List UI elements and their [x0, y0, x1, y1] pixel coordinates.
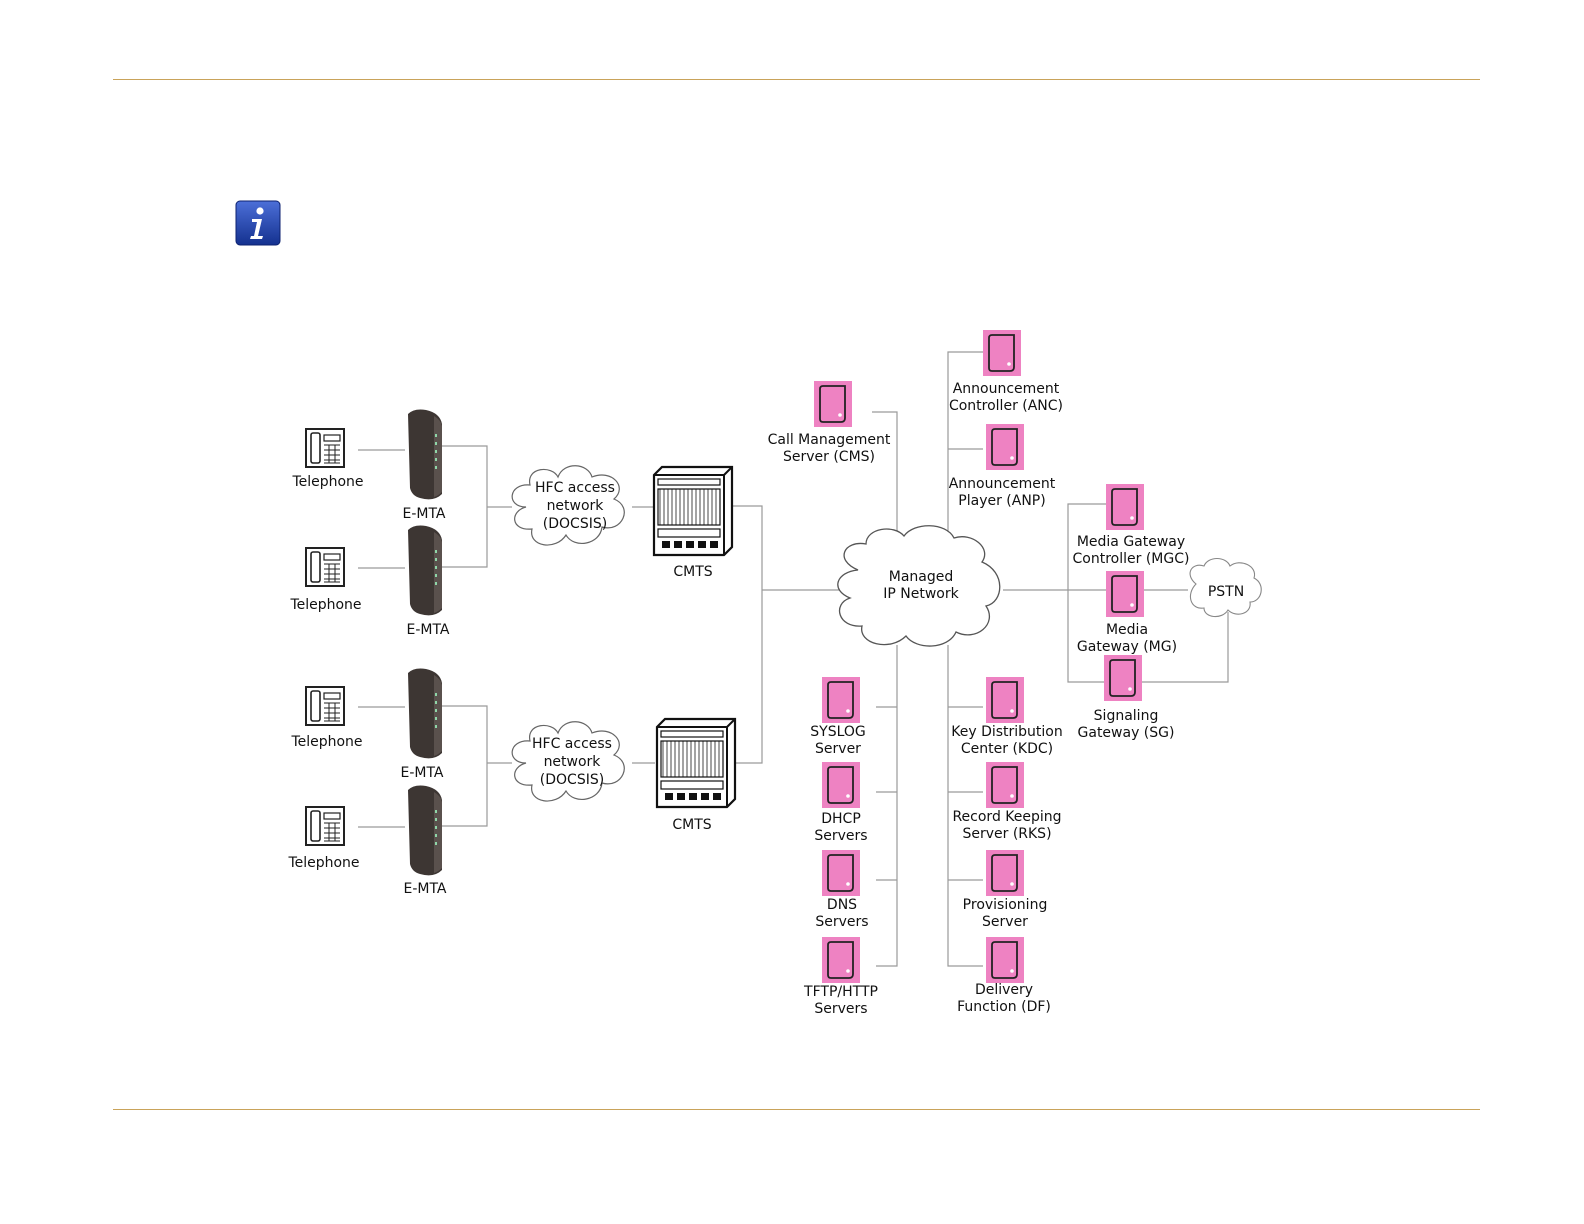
footer-rule	[113, 1109, 1480, 1110]
mg-label-line-1: Media	[1106, 622, 1148, 638]
emta-icon	[408, 668, 442, 759]
emta-icon	[408, 785, 442, 876]
emta-label: E-MTA	[406, 622, 449, 638]
cmts-icon	[652, 465, 734, 557]
sg-label-line-1: Signaling	[1094, 708, 1159, 724]
telephone-label: Telephone	[289, 597, 361, 613]
cms-label-line-2: Server (CMS)	[783, 449, 875, 465]
cmts-label: CMTS	[673, 564, 712, 580]
syslog-server-icon	[821, 676, 861, 724]
anc-label-line-2: Controller (ANC)	[949, 398, 1063, 414]
hfc-label-line-2: network	[547, 498, 605, 514]
managed-ip-network-cloud	[837, 525, 1001, 647]
dns-label-line-2: Servers	[815, 914, 868, 930]
managed-network-label-line-2: IP Network	[883, 586, 959, 602]
syslog-label-line-1: SYSLOG	[810, 724, 866, 740]
mg-server-icon	[1105, 570, 1145, 618]
emta-label: E-MTA	[402, 506, 445, 522]
anp-label-line-2: Player (ANP)	[958, 493, 1045, 509]
syslog-label-line-2: Server	[815, 741, 861, 757]
hfc-label-line-1: HFC access	[535, 480, 615, 496]
info-icon	[235, 200, 281, 246]
kdc-server-icon	[985, 676, 1025, 724]
managed-network-label-line-1: Managed	[889, 569, 954, 585]
rks-server-icon	[985, 761, 1025, 809]
sg-server-icon	[1103, 654, 1143, 702]
telephone-icon	[305, 547, 345, 587]
mgc-server-icon	[1105, 483, 1145, 531]
mg-label-line-2: Gateway (MG)	[1077, 639, 1177, 655]
tftp-server-icon	[821, 936, 861, 984]
emta-icon	[408, 409, 442, 500]
provisioning-label-line-1: Provisioning	[963, 897, 1048, 913]
cmts-label: CMTS	[672, 817, 711, 833]
provisioning-server-icon	[985, 849, 1025, 897]
kdc-label-line-2: Center (KDC)	[961, 741, 1053, 757]
cms-server-icon	[813, 380, 853, 428]
connection-lines	[358, 351, 1229, 967]
anc-label-line-1: Announcement	[953, 381, 1060, 397]
provisioning-label-line-2: Server	[982, 914, 1028, 930]
telephone-label: Telephone	[287, 855, 359, 871]
pstn-label: PSTN	[1208, 584, 1244, 600]
hfc-label-line-2: network	[544, 754, 602, 770]
hfc-label-line-3: (DOCSIS)	[540, 772, 604, 788]
telephone-label: Telephone	[291, 474, 363, 490]
rks-label-line-2: Server (RKS)	[962, 826, 1051, 842]
mgc-label-line-1: Media Gateway	[1077, 534, 1185, 550]
telephone-label: Telephone	[290, 734, 362, 750]
dns-server-icon	[821, 849, 861, 897]
emta-label: E-MTA	[403, 881, 446, 897]
anp-server-icon	[985, 423, 1025, 471]
hfc-label-line-3: (DOCSIS)	[543, 516, 607, 532]
rks-label-line-1: Record Keeping	[952, 809, 1061, 825]
mgc-label-line-2: Controller (MGC)	[1073, 551, 1190, 567]
emta-label: E-MTA	[400, 765, 443, 781]
cmts-icon	[655, 717, 737, 809]
dhcp-label-line-1: DHCP	[821, 811, 861, 827]
tftp-label-line-1: TFTP/HTTP	[803, 984, 878, 1000]
dhcp-label-line-2: Servers	[814, 828, 867, 844]
dhcp-server-icon	[821, 761, 861, 809]
hfc-label-line-1: HFC access	[532, 736, 612, 752]
tftp-label-line-2: Servers	[814, 1001, 867, 1017]
kdc-label-line-1: Key Distribution	[951, 724, 1063, 740]
df-server-icon	[985, 936, 1025, 984]
dns-label-line-1: DNS	[827, 897, 857, 913]
telephone-icon	[305, 428, 345, 468]
header-rule	[113, 79, 1480, 80]
cms-label-line-1: Call Management	[768, 432, 891, 448]
telephone-icon	[305, 806, 345, 846]
telephone-icon	[305, 686, 345, 726]
anp-label-line-1: Announcement	[949, 476, 1056, 492]
df-label-line-2: Function (DF)	[957, 999, 1051, 1015]
sg-label-line-2: Gateway (SG)	[1078, 725, 1175, 741]
pstn-cloud	[1189, 557, 1262, 618]
df-label-line-1: Delivery	[975, 982, 1033, 998]
emta-icon	[408, 525, 442, 616]
anc-server-icon	[982, 329, 1022, 377]
